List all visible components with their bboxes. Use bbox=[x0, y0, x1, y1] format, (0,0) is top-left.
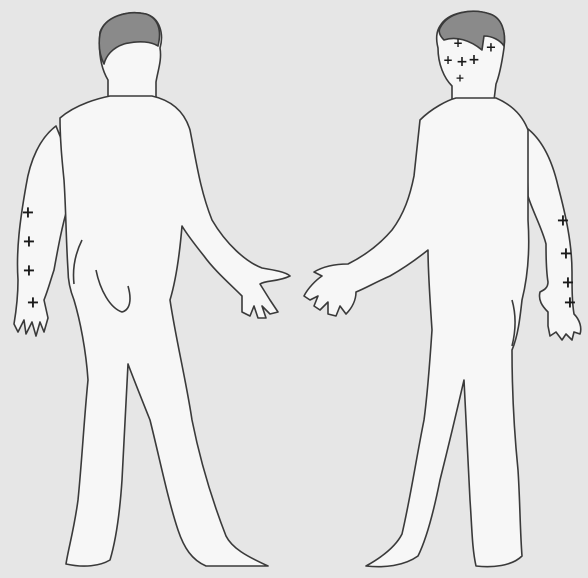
lesion-mark: + bbox=[486, 41, 497, 56]
lesion-mark: + bbox=[26, 293, 39, 312]
lesion-mark: + bbox=[561, 273, 574, 292]
lesion-mark: + bbox=[556, 211, 569, 230]
lesion-mark: + bbox=[443, 53, 453, 67]
lesion-mark: + bbox=[559, 244, 572, 263]
lesion-mark: + bbox=[21, 203, 34, 222]
lesion-mark: + bbox=[456, 54, 468, 70]
lesion-mark: + bbox=[22, 232, 35, 251]
lesion-mark: + bbox=[455, 72, 464, 85]
lesion-mark: + bbox=[453, 36, 463, 50]
lesion-mark: + bbox=[22, 261, 35, 280]
lesion-mark: + bbox=[563, 293, 576, 312]
lesion-mark: + bbox=[468, 52, 480, 68]
